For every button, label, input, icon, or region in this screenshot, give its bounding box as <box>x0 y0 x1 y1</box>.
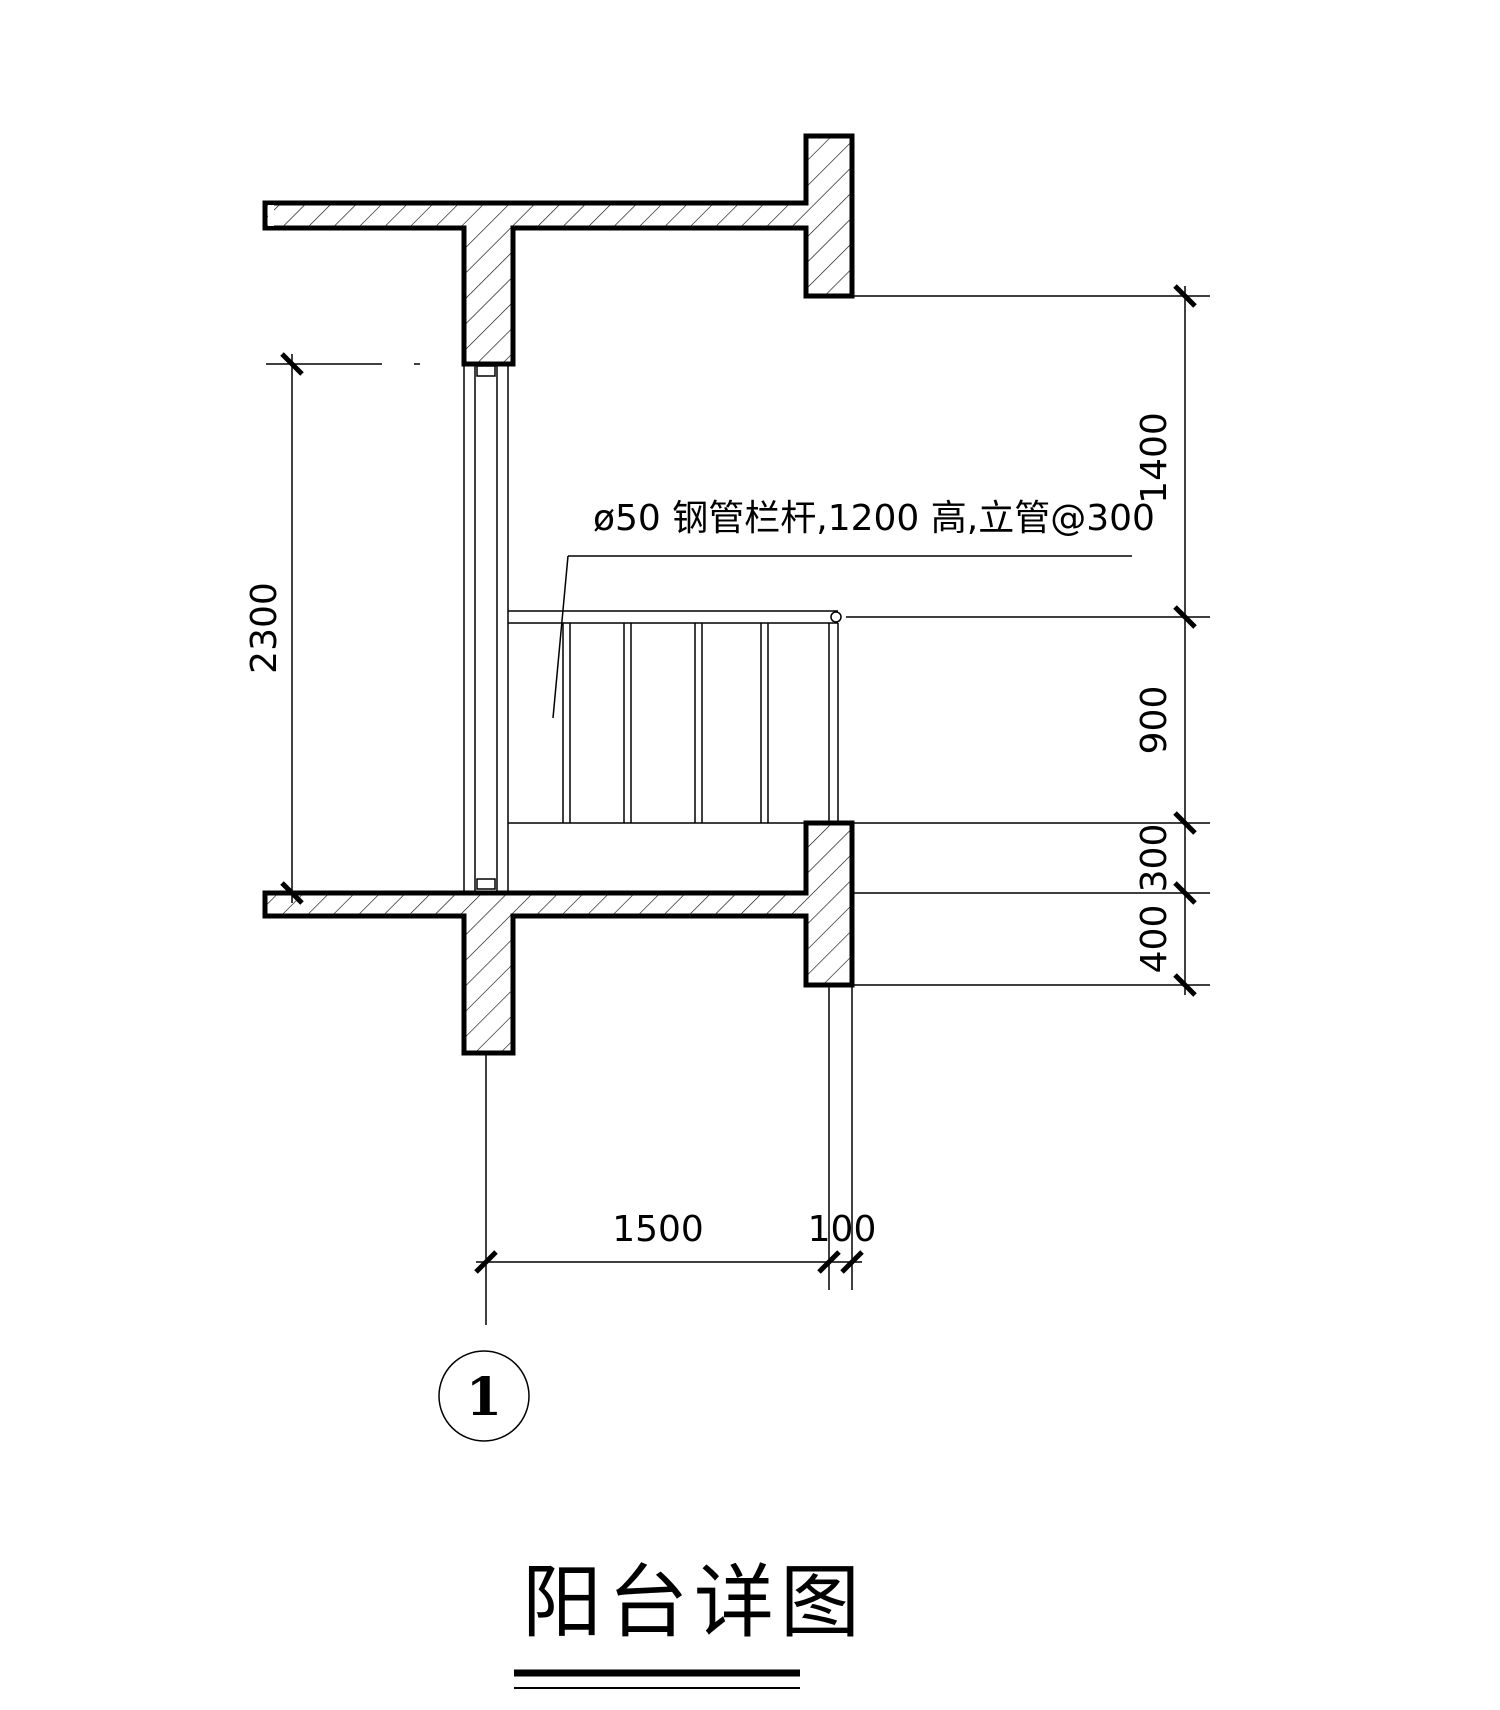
lower-structure <box>262 820 855 1056</box>
axis-bubble <box>438 1350 530 1442</box>
left-dimension-ticks <box>280 352 304 905</box>
bottom-dimension <box>476 985 862 1325</box>
drawing-title: 阳台详图 <box>522 1556 866 1649</box>
upper-structure <box>262 133 855 367</box>
dimension-1500: 1500 <box>612 1209 704 1250</box>
note-leader <box>552 555 1132 719</box>
steel-railing <box>508 610 842 824</box>
window-frame <box>463 364 509 893</box>
bottom-dimension-ticks <box>474 1250 864 1274</box>
railing-note: ø50 钢管栏杆,1200 高,立管@300 <box>593 498 1155 539</box>
left-dimension <box>266 354 420 903</box>
right-dimension-chain <box>846 286 1210 995</box>
right-dimension-ticks <box>1173 284 1197 997</box>
axis-label: 1 <box>466 1367 502 1428</box>
dimension-2300: 2300 <box>244 582 285 674</box>
dimension-300: 300 <box>1134 824 1175 893</box>
dimension-100: 100 <box>808 1209 877 1250</box>
railing-post-top <box>830 611 842 623</box>
dimension-1400: 1400 <box>1134 412 1175 504</box>
dimension-900: 900 <box>1134 686 1175 755</box>
upper-slab-and-column <box>262 133 855 367</box>
lower-slab-and-beam <box>262 820 855 1056</box>
dimension-400: 400 <box>1134 905 1175 974</box>
